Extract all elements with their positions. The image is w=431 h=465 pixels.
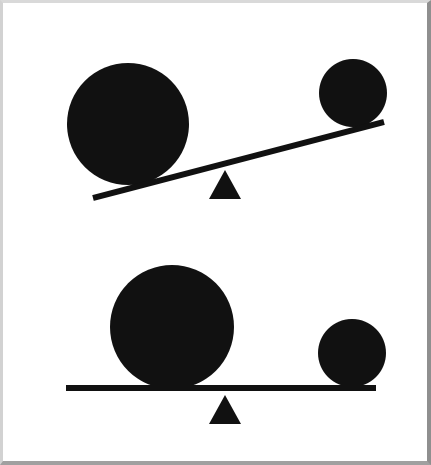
large-ball-tilted [67, 63, 189, 185]
seesaw-tilted [67, 59, 387, 199]
small-ball-tilted [319, 59, 387, 127]
fulcrum-tilted [209, 170, 241, 199]
fulcrum-level [209, 395, 241, 424]
large-ball-level [110, 265, 234, 389]
small-ball-level [318, 319, 386, 387]
seesaw-level [66, 265, 386, 424]
